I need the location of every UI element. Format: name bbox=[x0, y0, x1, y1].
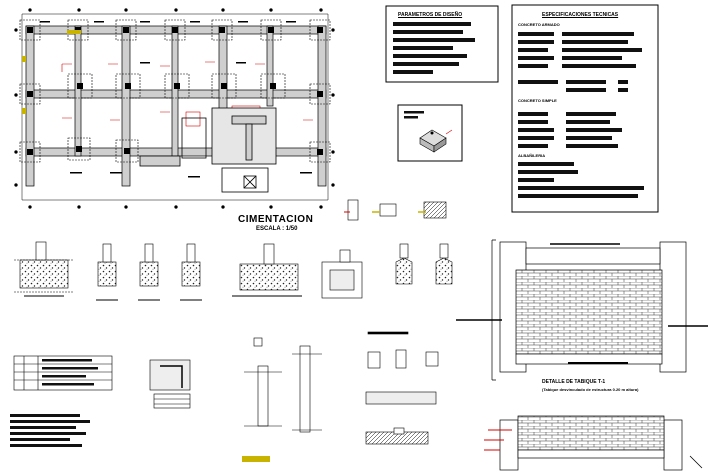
wall-detail-subtitle: (Tabique desvinculado de estructura 0.20… bbox=[542, 387, 639, 392]
footings bbox=[19, 19, 331, 163]
specifications-title: ESPECIFICACIONES TECNICAS bbox=[542, 12, 619, 18]
notes-block bbox=[10, 414, 90, 447]
cistern-details bbox=[365, 331, 439, 445]
beam-sections bbox=[242, 337, 322, 462]
spec-plain-concrete: CONCRETO SIMPLE bbox=[518, 98, 557, 103]
column-corner-detail bbox=[149, 359, 191, 409]
plan-scale: ESCALA : 1/50 bbox=[256, 226, 298, 232]
design-parameters-box bbox=[385, 5, 499, 83]
spec-reinforced-concrete: CONCRETO ARMADO bbox=[518, 22, 560, 27]
spec-masonry: ALBAÑILERIA bbox=[518, 153, 546, 158]
stair-block bbox=[139, 107, 277, 193]
isometric-detail bbox=[397, 104, 463, 162]
wall-detail-title: DETALLE DE TABIQUE T-1 bbox=[542, 379, 606, 385]
specifications-box bbox=[511, 4, 659, 213]
wall-detail-t1 bbox=[456, 239, 708, 471]
design-parameters-title: PARAMETROS DE DISEÑO bbox=[398, 12, 463, 18]
plan-annotations bbox=[40, 21, 312, 178]
footing-sections bbox=[14, 199, 453, 301]
plan-title: CIMENTACION bbox=[238, 214, 314, 225]
plan-axes bbox=[14, 8, 335, 209]
columns bbox=[27, 27, 323, 155]
yellow-accents bbox=[22, 30, 81, 114]
foundation-plan bbox=[14, 8, 335, 209]
legend-table bbox=[13, 355, 113, 391]
